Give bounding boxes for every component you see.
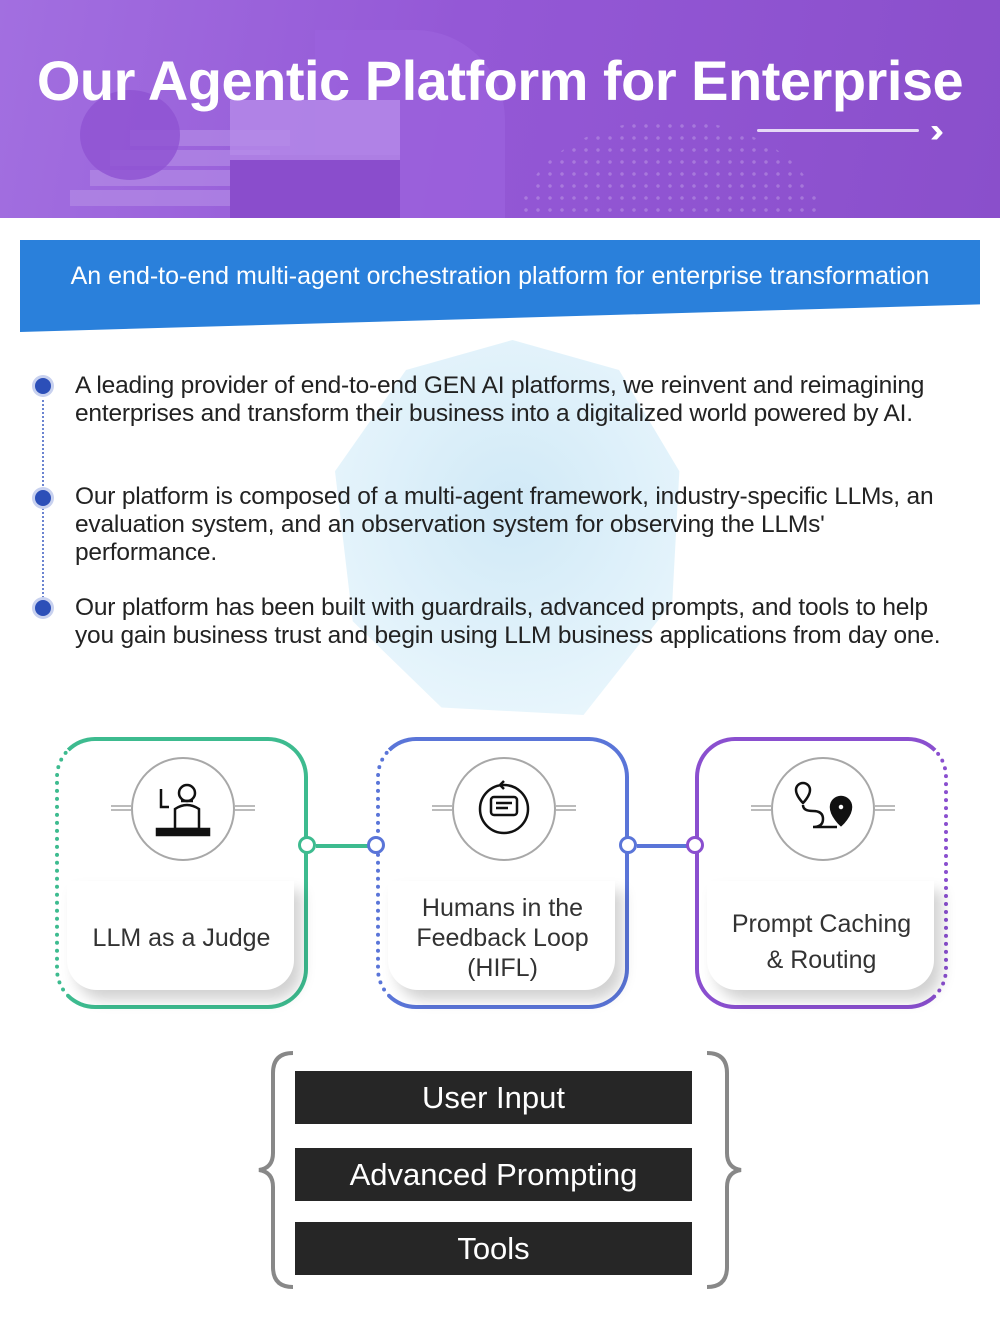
card-label: Prompt Caching & Routing <box>699 906 944 978</box>
decor-dots <box>520 120 820 218</box>
connector <box>637 844 697 848</box>
stack-user-input: User Input <box>295 1071 692 1124</box>
card-label-line: Feedback Loop <box>416 924 589 952</box>
tick <box>556 805 576 811</box>
card-llm-judge: LLM as a Judge <box>55 737 308 1009</box>
stack-tools: Tools <box>295 1222 692 1275</box>
left-brace <box>258 1051 294 1289</box>
arrow-line <box>757 129 919 132</box>
card-prompt-caching: Prompt Caching & Routing <box>695 737 948 1009</box>
tick <box>875 805 895 811</box>
card-label-line: Humans in the <box>421 894 584 922</box>
decor <box>70 190 230 206</box>
bullet-dot <box>35 600 51 616</box>
decor-sphere <box>80 90 180 180</box>
decor-terrazzo-block <box>230 100 400 160</box>
hero-header: Our Agentic Platform for Enterprise ››› <box>0 0 1000 218</box>
stack-advanced-prompting: Advanced Prompting <box>295 1148 692 1201</box>
connector-node <box>367 836 385 854</box>
route-icon <box>771 757 875 861</box>
subtitle-text: An end-to-end multi-agent orchestration … <box>70 262 930 290</box>
card-label-line: & Routing <box>766 946 877 974</box>
card-label-line: (HIFL) <box>467 954 538 982</box>
tick <box>111 805 131 811</box>
bullet-text: Our platform has been built with guardra… <box>75 594 941 649</box>
connector-node <box>686 836 704 854</box>
page-title: Our Agentic Platform for Enterprise <box>36 49 964 112</box>
decor-block <box>230 155 400 218</box>
bullet-text: A leading provider of end-to-end GEN AI … <box>75 372 925 427</box>
card-label: LLM as a Judge <box>92 924 271 952</box>
bullet-dot <box>35 490 51 506</box>
triple-chevron-right-icon: ››› <box>930 112 944 150</box>
tick <box>751 805 771 811</box>
card-label-line: Prompt Caching <box>731 910 912 938</box>
bullet-text: Our platform is composed of a multi-agen… <box>75 483 934 566</box>
bullet-dot <box>35 378 51 394</box>
connector-node <box>619 836 637 854</box>
feedback-loop-icon <box>452 757 556 861</box>
tick <box>432 805 452 811</box>
connector-node <box>298 836 316 854</box>
judge-icon <box>131 757 235 861</box>
tick <box>235 805 255 811</box>
right-brace <box>706 1051 742 1289</box>
connector <box>316 844 376 848</box>
subtitle-banner: An end-to-end multi-agent orchestration … <box>20 240 980 332</box>
globe-decor <box>335 340 680 715</box>
